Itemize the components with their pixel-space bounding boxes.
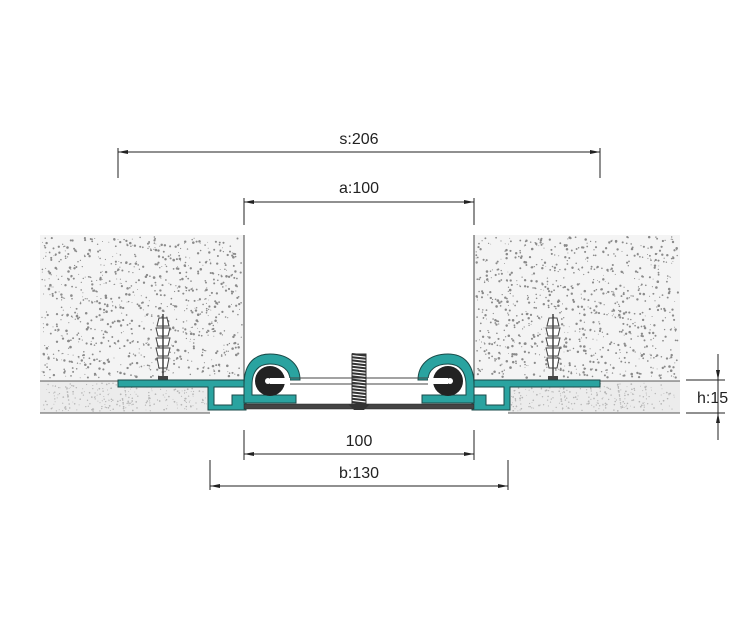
left-seal-bulb [255,366,290,396]
dimension-a-label: a:100 [339,180,379,197]
dimension-inner: 100 [244,433,474,456]
dimension-h: h:15 [697,354,728,440]
right-aluminium-profile [417,353,601,411]
dimension-b-label: b:130 [339,465,379,482]
dimension-a: a:100 [244,180,474,204]
right-concrete-slab [473,235,680,380]
dimension-s-label: s:206 [339,131,378,148]
left-anchor-dowel [155,314,171,381]
dimension-h-label: h:15 [697,390,728,407]
center-screw [348,353,370,410]
left-concrete-slab [40,235,245,380]
left-slab-texture [41,236,243,379]
dimension-s: s:206 [118,131,600,154]
dimension-b: b:130 [210,465,508,488]
right-slab-texture [475,235,679,380]
dimension-inner-label: 100 [346,433,373,450]
left-aluminium-profile [117,353,301,411]
right-seal-bulb [428,366,463,396]
right-anchor-dowel [545,314,561,381]
